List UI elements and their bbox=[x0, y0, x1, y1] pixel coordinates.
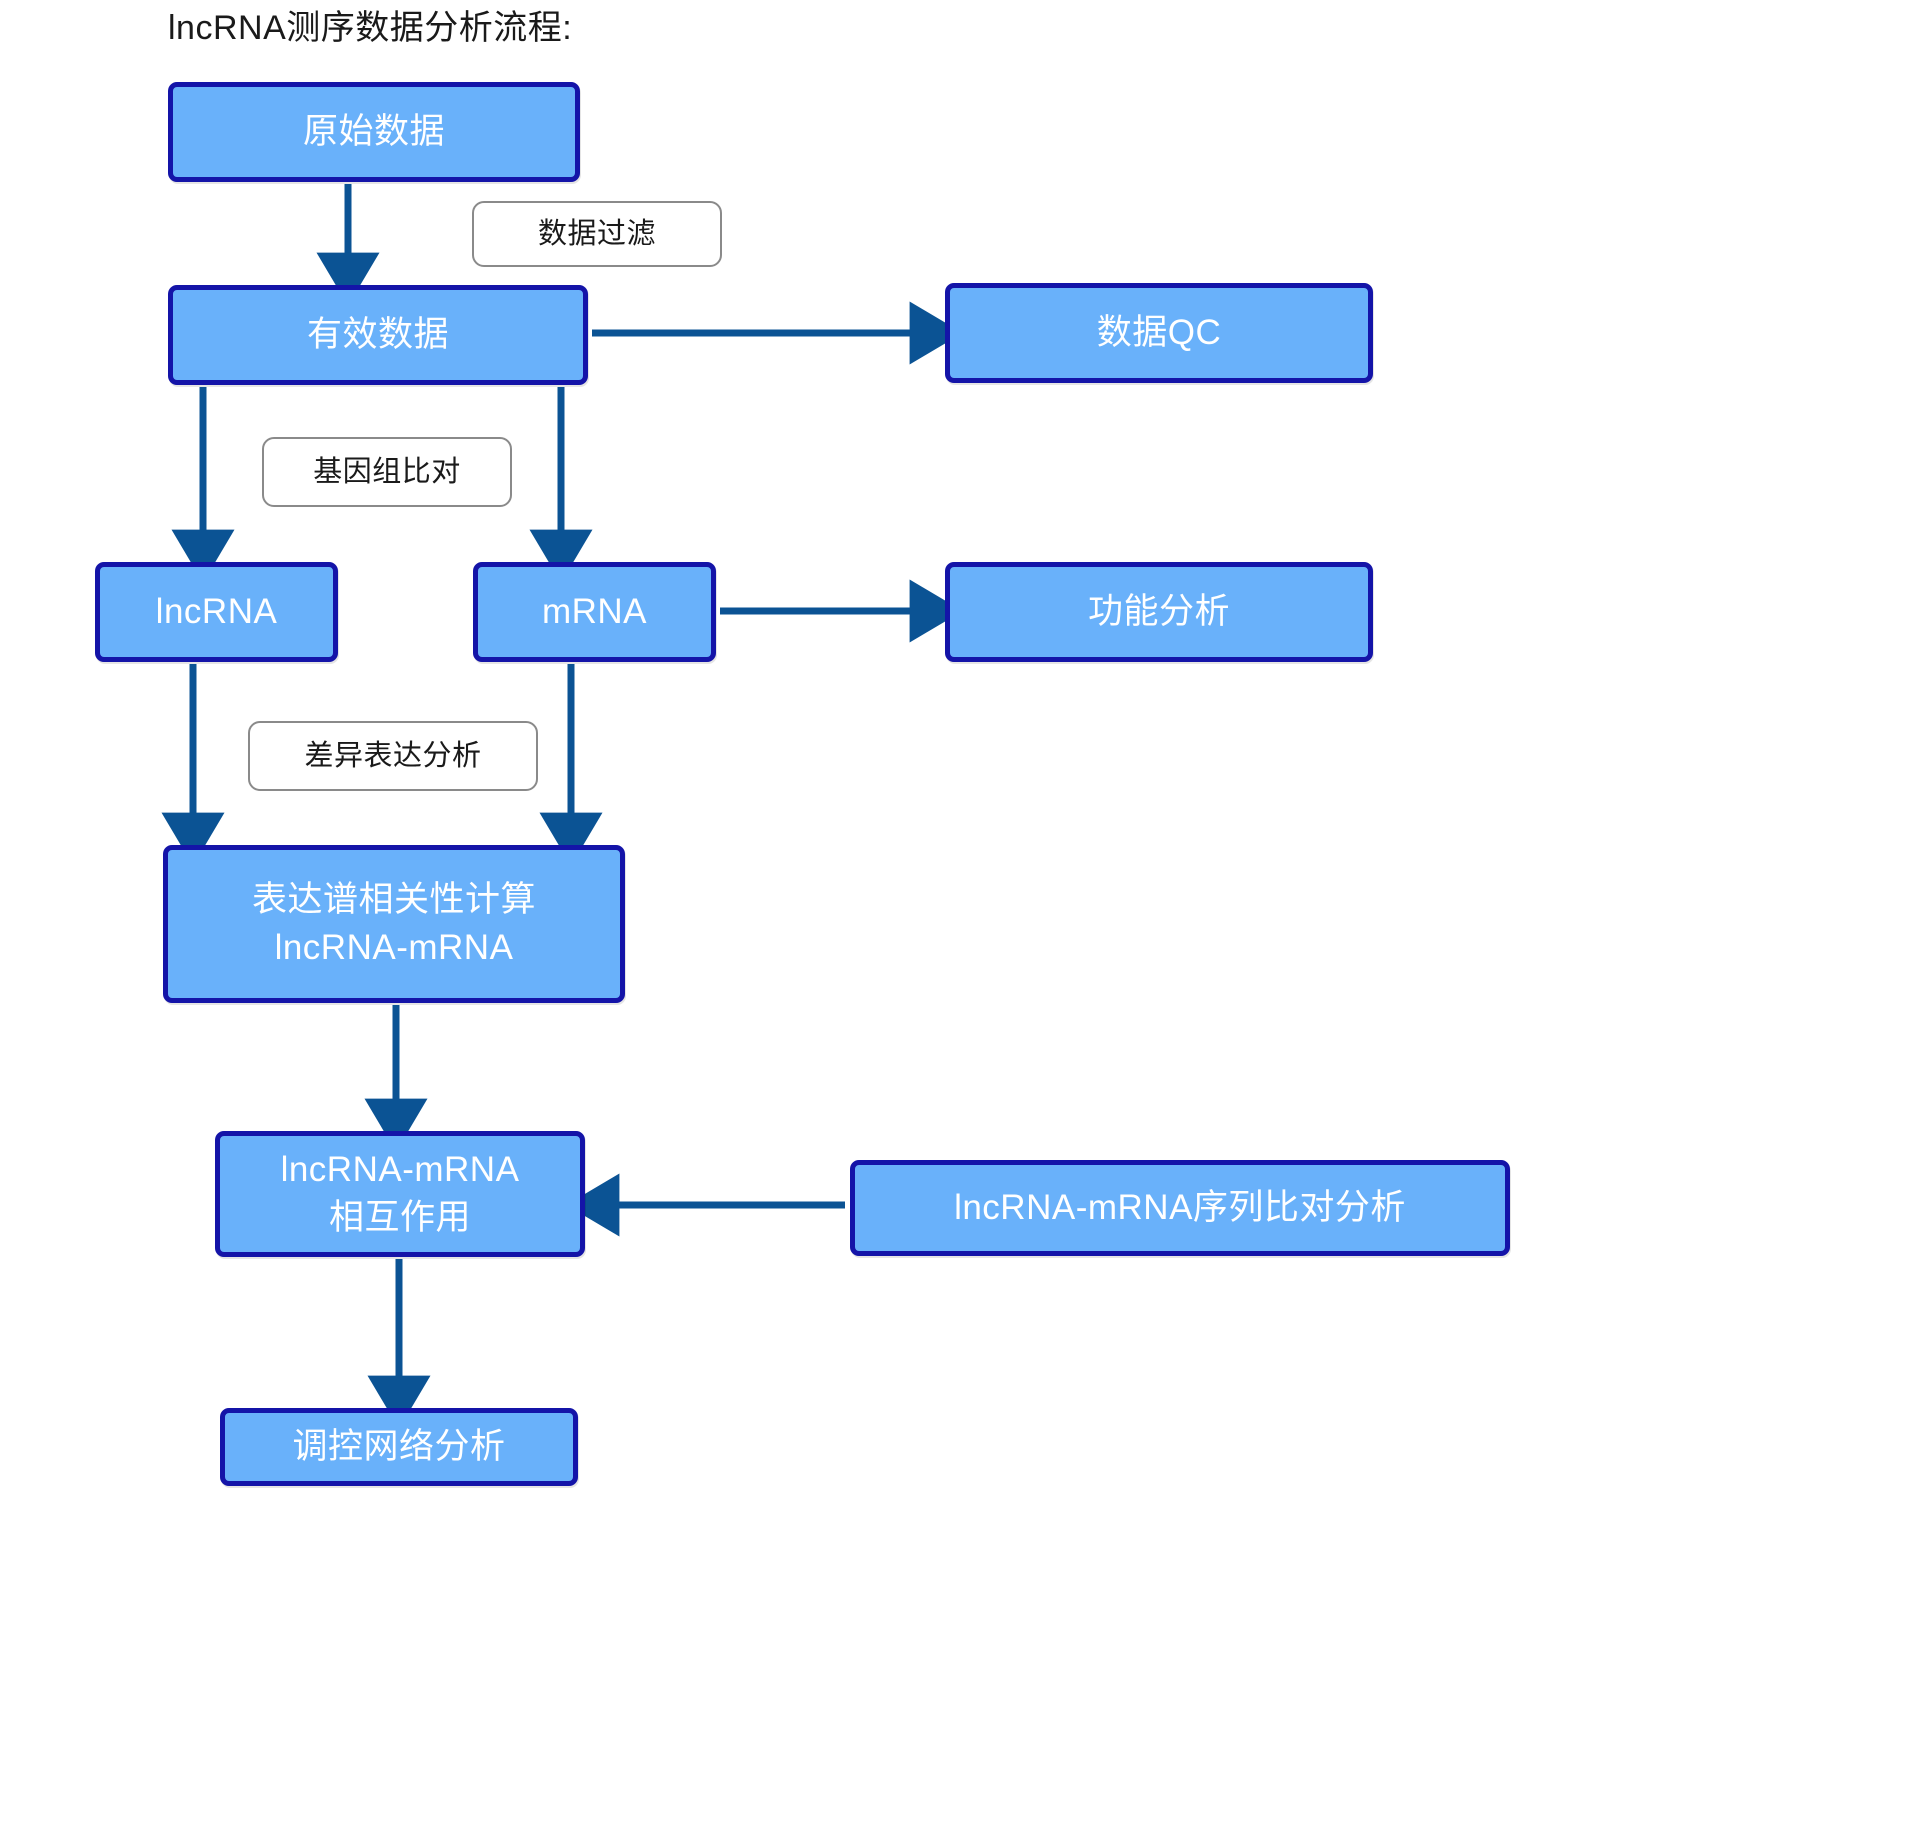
node-mrna[interactable]: mRNA bbox=[473, 562, 716, 662]
node-regulatory-network-analysis[interactable]: 调控网络分析 bbox=[220, 1408, 578, 1486]
node-function-analysis[interactable]: 功能分析 bbox=[945, 562, 1373, 662]
node-sequence-alignment-analysis[interactable]: lncRNA-mRNA序列比对分析 bbox=[850, 1160, 1510, 1256]
node-clean-data[interactable]: 有效数据 bbox=[168, 285, 588, 385]
edge-label-data-filter: 数据过滤 bbox=[472, 201, 722, 267]
edge-label-differential-expression: 差异表达分析 bbox=[248, 721, 538, 791]
page-title: lncRNA测序数据分析流程: bbox=[168, 9, 573, 47]
node-lncrna[interactable]: lncRNA bbox=[95, 562, 338, 662]
node-expression-correlation[interactable]: 表达谱相关性计算 lncRNA-mRNA bbox=[163, 845, 625, 1003]
node-raw-data[interactable]: 原始数据 bbox=[168, 82, 580, 182]
edge-label-genome-alignment: 基因组比对 bbox=[262, 437, 512, 507]
node-data-qc[interactable]: 数据QC bbox=[945, 283, 1373, 383]
node-lncrna-mrna-interaction[interactable]: lncRNA-mRNA 相互作用 bbox=[215, 1131, 585, 1257]
